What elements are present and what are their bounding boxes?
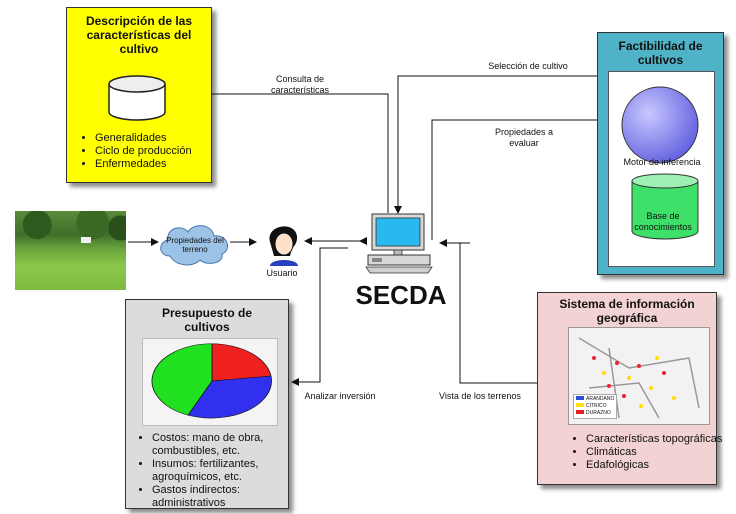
- desc-box-title: Descripción de las características del c…: [85, 14, 193, 56]
- vista-label: Vista de los terrenos: [439, 391, 521, 401]
- desc-item: Generalidades: [95, 132, 192, 145]
- gis-item: Edafológicas: [586, 459, 726, 472]
- inference-sphere-icon: [621, 86, 699, 164]
- secda-title: SECDA: [355, 280, 447, 310]
- propiedades-label: Propiedades a evaluar: [494, 127, 554, 148]
- seleccion-label: Selección de cultivo: [488, 61, 568, 71]
- legend-swatch: [576, 396, 584, 400]
- pie-slice-green: [151, 343, 213, 416]
- budget-list: Costos: mano de obra, combustibles, etc.…: [134, 432, 298, 510]
- gis-box: Sistema de información geográfica ARANDA…: [537, 292, 722, 485]
- user-label: Usuario: [266, 268, 298, 278]
- user-icon: [269, 226, 298, 266]
- field-photo: [15, 211, 126, 290]
- motor-label: Motor de inferencia: [623, 157, 701, 167]
- pie-slice-blue: [187, 375, 272, 419]
- budget-box-title: Presupuesto de cultivos: [161, 306, 253, 334]
- knowledge-cylinder-icon: [631, 173, 699, 240]
- consulta-label: Consulta de características: [270, 74, 330, 95]
- budget-pie-chart: [151, 343, 272, 419]
- arrow-propiedades: [431, 116, 623, 240]
- gis-list: Características topográficas Climáticas …: [568, 433, 726, 472]
- base-label: Base de conocimientos: [634, 211, 692, 232]
- budget-item: Gastos indirectos: administrativos: [152, 484, 298, 510]
- gis-map: ARANDANO CITRICO DURAZNO: [568, 327, 710, 425]
- budget-item: Costos: mano de obra, combustibles, etc.: [152, 432, 298, 458]
- field-photo-trees: [15, 211, 126, 245]
- arrow-seleccion: [394, 75, 612, 214]
- gis-item: Climáticas: [586, 446, 726, 459]
- cloud-label: Propiedades del terreno: [166, 236, 224, 254]
- legend-swatch: [576, 403, 584, 407]
- fact-box-title: Factibilidad de cultivos: [618, 39, 703, 67]
- legend-durazno: DURAZNO: [576, 410, 614, 417]
- pie-slice-red: [211, 343, 272, 382]
- cloud-icon: [160, 225, 229, 266]
- desc-item: Ciclo de producción: [95, 145, 192, 158]
- computer-icon: [365, 213, 433, 274]
- fact-box: Factibilidad de cultivos Motor de infere…: [597, 32, 724, 275]
- budget-box: Presupuesto de cultivos Costos: mano de …: [125, 299, 289, 509]
- legend-arandano: ARANDANO: [576, 396, 614, 403]
- desc-list: Generalidades Ciclo de producción Enferm…: [77, 132, 192, 171]
- arrow-consulta: [139, 90, 389, 213]
- legend-swatch: [576, 410, 584, 414]
- legend-label: DURAZNO: [586, 410, 611, 416]
- budget-item: Insumos: fertilizantes, agroquímicos, et…: [152, 458, 298, 484]
- gis-item: Características topográficas: [586, 433, 726, 446]
- legend-label: CITRICO: [586, 403, 607, 409]
- gis-map-legend: ARANDANO CITRICO DURAZNO: [573, 394, 618, 419]
- desc-box: Descripción de las características del c…: [66, 7, 212, 183]
- legend-label: ARANDANO: [586, 396, 615, 402]
- legend-citrico: CITRICO: [576, 403, 614, 410]
- arrow-analizar: [291, 247, 348, 386]
- database-icon: [108, 75, 166, 121]
- analizar-label: Analizar inversión: [304, 391, 376, 401]
- desc-item: Enfermedades: [95, 158, 192, 171]
- field-photo-house: [81, 237, 91, 243]
- gis-box-title: Sistema de información geográfica: [559, 297, 695, 325]
